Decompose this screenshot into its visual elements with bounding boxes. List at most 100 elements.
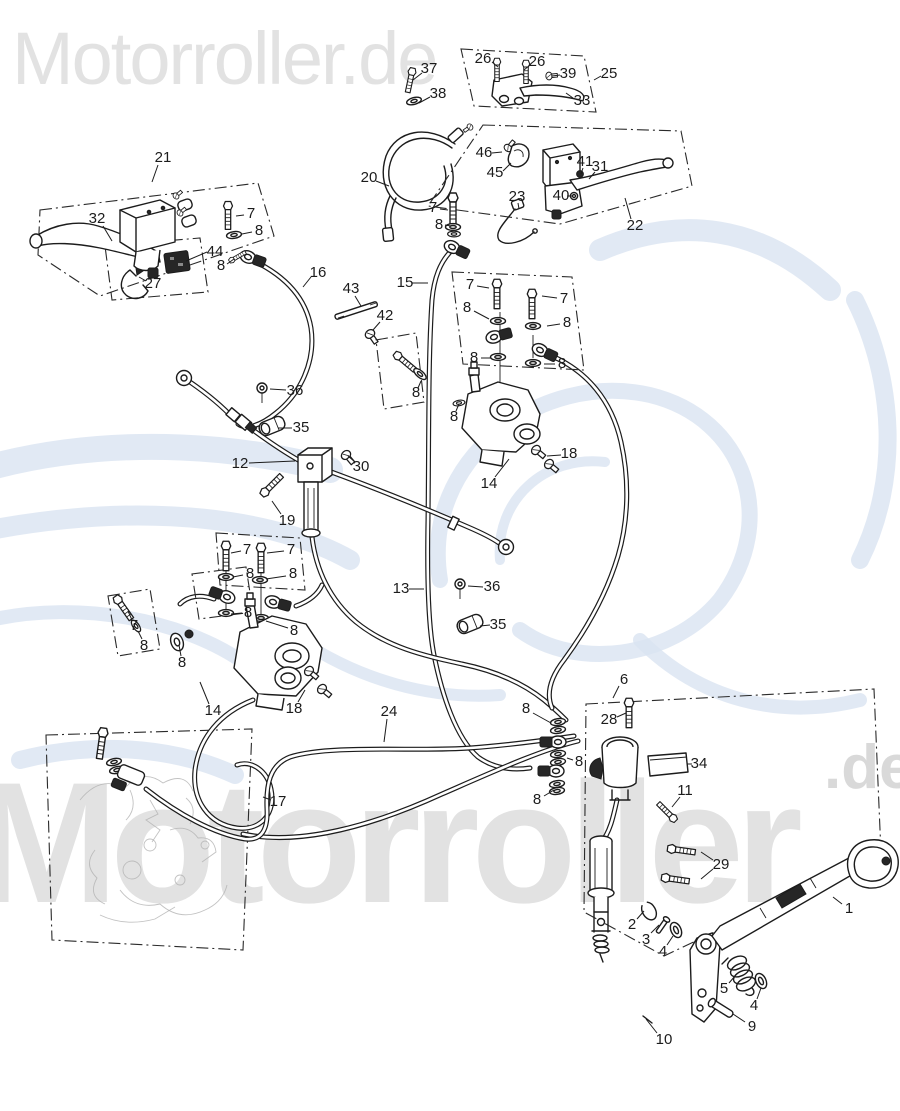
label-leader-line: [383, 718, 388, 743]
label-leader-line: [502, 162, 512, 172]
label-leader-line: [412, 72, 423, 81]
label-leader-line: [297, 689, 306, 703]
master-cylinder-32-body: [119, 199, 176, 279]
engine-banjo-fitting: [110, 764, 146, 792]
part-label-26: 26: [475, 50, 492, 67]
label-leader-line: [347, 455, 356, 463]
hose-junction-12: [297, 447, 333, 538]
label-leader-line: [444, 224, 452, 227]
label-leader-line: [455, 403, 460, 412]
part-label-37: 37: [421, 60, 438, 77]
pedal-arm-1: [711, 839, 899, 951]
part-label-8: 8: [178, 654, 186, 671]
part-label-4: 4: [750, 997, 758, 1014]
part-label-7: 7: [466, 276, 474, 293]
label-leader-line: [543, 789, 555, 797]
part-label-9: 9: [748, 1018, 756, 1035]
part-label-8: 8: [522, 700, 530, 717]
part-label-38: 38: [430, 85, 447, 102]
watermark-top-text: Motorroller.de: [12, 17, 436, 100]
brake-lever-box-25: [460, 48, 597, 113]
part-label-8: 8: [217, 257, 225, 274]
cable-tie-43: [334, 301, 379, 320]
label-leader-line: [541, 295, 558, 299]
label-leader-line: [494, 458, 510, 478]
clamp-35-upper: [256, 413, 288, 439]
caliper-14-upper: [461, 361, 541, 467]
rear-reservoir: [589, 736, 639, 801]
bolt-7: [447, 192, 459, 225]
part-label-7: 7: [560, 290, 568, 307]
part-label-7: 7: [429, 199, 437, 216]
clamp-35-lower: [454, 611, 486, 637]
part-label-35: 35: [293, 419, 310, 436]
part-label-7: 7: [287, 541, 295, 558]
label-leader-line: [700, 868, 714, 880]
engine-ghost-sketch: [79, 776, 228, 923]
hose-eye-fitting: [447, 515, 515, 556]
label-leader-line: [532, 712, 552, 724]
part-label-8: 8: [435, 216, 443, 233]
label-leader-line: [138, 276, 147, 282]
label-leader-line: [232, 574, 244, 578]
part-label-8: 8: [463, 299, 471, 316]
part-label-43: 43: [343, 280, 360, 297]
label-leader-line: [199, 681, 210, 705]
label-leader-line: [756, 987, 762, 1000]
part-label-24: 24: [381, 703, 398, 720]
label-leader-line: [546, 454, 562, 457]
part-label-19: 19: [279, 512, 296, 529]
label-leader-line: [265, 575, 287, 580]
part-label-11: 11: [677, 782, 693, 799]
label-leader-line: [271, 500, 282, 515]
part-label-41: 41: [577, 153, 594, 170]
label-leader-line: [517, 202, 520, 210]
nut-36-upper: [256, 382, 268, 404]
engine-sketch-box: [45, 726, 253, 951]
label-leader-line: [375, 180, 390, 187]
label-leader-line: [230, 612, 243, 615]
hose-union-fitting: [225, 407, 258, 434]
label-leader-line: [666, 935, 674, 946]
caliper-14-lower: [233, 592, 323, 711]
label-leader-line: [546, 323, 561, 327]
part-label-18: 18: [286, 700, 303, 717]
label-leader-line: [832, 896, 843, 905]
part-label-8: 8: [244, 604, 252, 621]
part-label-34: 34: [691, 755, 708, 772]
label-leader-line: [636, 910, 645, 920]
part-label-42: 42: [377, 307, 394, 324]
watermark-corner-text: .de: [824, 733, 900, 802]
part-label-6: 6: [620, 671, 628, 688]
label-leader-line: [235, 214, 245, 217]
part-label-22: 22: [627, 217, 644, 234]
label-leader-line: [645, 1018, 658, 1034]
label-leader-line: [230, 550, 242, 554]
label-leader-line: [269, 388, 287, 391]
handlebar-clamp: [171, 188, 197, 228]
part-label-31: 31: [592, 158, 609, 175]
part-label-39: 39: [560, 65, 577, 82]
label-leader-line: [265, 620, 289, 629]
part-label-12: 12: [232, 455, 249, 472]
part-label-21: 21: [155, 149, 172, 166]
part-label-30: 30: [353, 458, 370, 475]
rear-master-cylinder-body: [587, 835, 615, 963]
reservoir-22: [542, 143, 583, 220]
label-leader-line: [241, 231, 253, 235]
part-label-8: 8: [558, 355, 566, 372]
clip-ring-2: [640, 901, 658, 921]
grease-patch-44: [163, 250, 191, 274]
part-label-13: 13: [393, 580, 410, 597]
label-leader-line: [417, 380, 422, 389]
part-label-35: 35: [490, 616, 507, 633]
part-label-8: 8: [140, 637, 148, 654]
part-label-2: 2: [628, 916, 636, 933]
brake-lever-31: [569, 157, 674, 191]
part-label-8: 8: [450, 408, 458, 425]
part-label-40: 40: [553, 187, 570, 204]
part-label-14: 14: [205, 702, 222, 719]
part-label-29: 29: [713, 856, 730, 873]
label-leader-line: [491, 151, 503, 154]
